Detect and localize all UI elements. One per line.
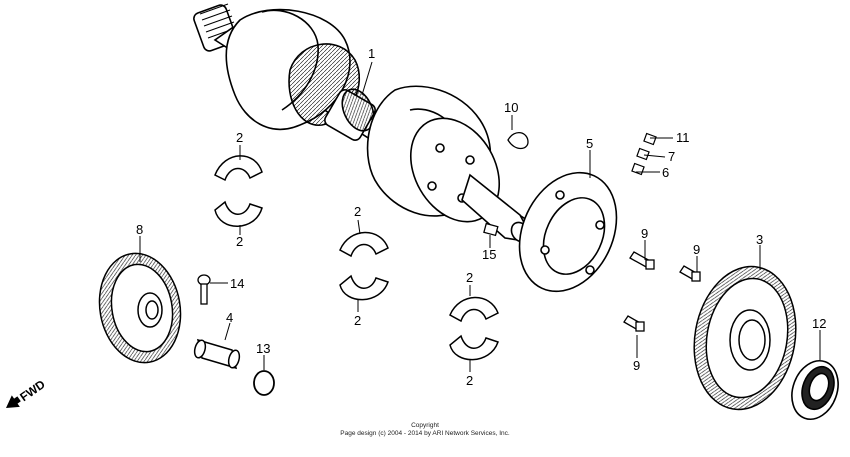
crankshaft[interactable] <box>192 3 532 244</box>
callout-14: 14 <box>230 276 244 291</box>
callout-2b: 2 <box>236 234 243 249</box>
fwd-label: FWD <box>17 377 48 404</box>
primary-gear-3[interactable] <box>683 258 806 417</box>
callout-4: 4 <box>226 310 233 325</box>
pin-4[interactable] <box>193 338 241 370</box>
callout-13: 13 <box>256 341 270 356</box>
spring-cap-stack[interactable] <box>631 132 657 176</box>
callout-1: 1 <box>368 46 375 61</box>
bolt-9-top[interactable] <box>629 251 655 270</box>
callout-12: 12 <box>812 316 826 331</box>
callout-5: 5 <box>586 136 593 151</box>
callout-9a: 9 <box>641 226 648 241</box>
callout-8: 8 <box>136 222 143 237</box>
callout-2d: 2 <box>354 313 361 328</box>
callout-2a: 2 <box>236 130 243 145</box>
callout-2c: 2 <box>354 204 361 219</box>
o-ring-13[interactable] <box>253 370 275 396</box>
bolt-9-right[interactable] <box>679 265 701 282</box>
callout-labels: 1 2 2 2 2 2 2 3 4 5 6 7 8 9 9 9 10 11 12… <box>136 46 826 388</box>
callout-3: 3 <box>756 232 763 247</box>
fwd-arrow-icon <box>6 395 21 408</box>
oil-seal-12[interactable] <box>784 354 846 425</box>
timing-gear-8[interactable] <box>91 247 189 369</box>
footer-copyright-heading: Copyright <box>411 422 439 429</box>
bolt-9-lower[interactable] <box>623 315 645 332</box>
bearing-shell-pair-1[interactable] <box>214 155 263 227</box>
callout-11: 11 <box>676 130 690 145</box>
fwd-indicator: FWD <box>6 377 48 408</box>
callout-15: 15 <box>482 247 496 262</box>
callout-9b: 9 <box>693 242 700 257</box>
footer-copyright-text: Page design (c) 2004 - 2014 by ARI Netwo… <box>340 430 510 437</box>
bearing-shell-pair-2[interactable] <box>339 231 389 301</box>
callout-2e: 2 <box>466 270 473 285</box>
callout-2f: 2 <box>466 373 473 388</box>
leader-lines <box>139 61 821 372</box>
callout-7: 7 <box>668 149 675 164</box>
bolt-14[interactable] <box>197 274 211 305</box>
callout-9c: 9 <box>633 358 640 373</box>
callout-6: 6 <box>662 165 669 180</box>
callout-10: 10 <box>504 100 518 115</box>
starter-clutch-ring[interactable] <box>501 157 635 307</box>
dowel-pin[interactable] <box>483 222 499 237</box>
woodruff-key[interactable] <box>507 132 529 150</box>
bearing-shell-pair-3[interactable] <box>449 296 499 361</box>
